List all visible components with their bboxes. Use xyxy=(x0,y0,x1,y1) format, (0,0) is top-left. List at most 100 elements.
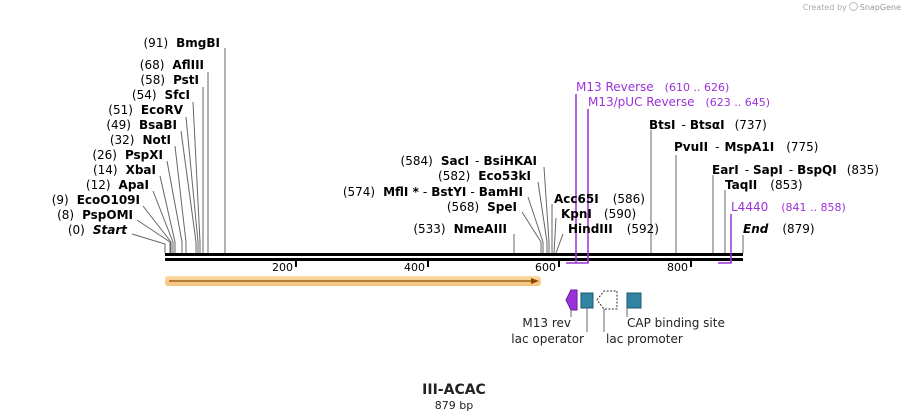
site-name: Acc65I xyxy=(554,192,599,206)
sequence-backbone xyxy=(165,253,743,261)
site-label-apai: (12)ApaI xyxy=(86,178,149,192)
site-name: HindIII xyxy=(568,222,613,236)
site-label-ecoo109i: (9)EcoO109I xyxy=(52,193,140,207)
primer-range: (610 .. 626) xyxy=(665,81,730,94)
connector-pspomi xyxy=(136,219,171,243)
site-pos: (9) xyxy=(52,193,69,207)
site-pos: (835) xyxy=(847,163,879,177)
site-name: SacI xyxy=(441,154,469,168)
site-pos: (12) xyxy=(86,178,111,192)
feature-glyphs xyxy=(565,289,642,332)
site-label-end: End(879) xyxy=(743,222,815,236)
snapgene-logo-icon xyxy=(848,2,858,11)
feature-arrow-orange xyxy=(165,276,541,286)
site-label-saci: (584)SacI-BsiHKAI xyxy=(401,154,537,168)
site-pos: (584) xyxy=(401,154,433,168)
site-label-pspxi: (26)PspXI xyxy=(92,148,163,162)
connector-noti xyxy=(174,145,187,243)
credit-brand: SnapGene xyxy=(859,3,901,12)
site-name: EarI xyxy=(712,163,739,177)
site-name3: BamHI xyxy=(479,185,523,199)
site-name: SpeI xyxy=(487,200,517,214)
connector-start xyxy=(131,233,166,245)
tick-label: 800 xyxy=(667,261,688,274)
site-name: PvuII xyxy=(674,140,708,154)
site-pos: (775) xyxy=(786,140,818,154)
connector-ecoo109i xyxy=(142,205,172,243)
connector-bsabi xyxy=(180,130,197,243)
site-pos: (91) xyxy=(144,36,169,50)
site-separator: - xyxy=(682,118,686,132)
site-name: MflI * xyxy=(383,185,419,199)
site-name2: MspA1I xyxy=(724,140,774,154)
site-connectors-right xyxy=(513,130,744,254)
site-separator: - xyxy=(789,163,793,177)
connector-saci xyxy=(543,166,550,243)
feature-label-cap-binding-site: CAP binding site xyxy=(627,316,725,330)
site-name2: SapI xyxy=(753,163,783,177)
site-label-nmeaiii: (533) NmeAIII xyxy=(413,222,507,236)
map-length: 879 bp xyxy=(435,399,473,412)
site-label-taqii: TaqII (853) xyxy=(725,178,803,192)
scale-ticks: 200 400 600 800 xyxy=(272,261,692,274)
site-name: BmgBI xyxy=(176,36,220,50)
site-pos: (533) xyxy=(413,222,445,236)
site-label-hindiii: HindIII (592) xyxy=(568,222,659,236)
site-pos: (68) xyxy=(140,58,165,72)
site-name: NmeAIII xyxy=(454,222,507,236)
connector-spei xyxy=(521,211,542,243)
site-label-eari: EarI-SapI-BspQI(835) xyxy=(712,163,879,177)
site-pos: (853) xyxy=(770,178,802,192)
site-pos: (592) xyxy=(627,222,659,236)
site-pos: (8) xyxy=(57,208,74,222)
primer-m13-bracket xyxy=(566,256,589,264)
site-name: Eco53kI xyxy=(478,169,531,183)
site-separator: - xyxy=(423,185,427,199)
site-name: AflIII xyxy=(172,58,204,72)
site-name: NotI xyxy=(143,133,172,147)
site-name: PspXI xyxy=(125,148,163,162)
tick-label: 600 xyxy=(535,261,556,274)
connector-xbai xyxy=(159,175,176,243)
site-label-mfli: (574)MflI *-BstYI-BamHI xyxy=(343,185,523,199)
site-label-kpni: KpnI(590) xyxy=(561,207,636,221)
primer-labels: M13 Reverse(610 .. 626) M13/pUC Reverse(… xyxy=(576,80,846,214)
site-labels-right: Acc65I(586) KpnI(590) HindIII(592) BtsI-… xyxy=(554,118,879,236)
site-separator: - xyxy=(715,140,719,154)
site-name: TaqII xyxy=(725,178,757,192)
primer-marks xyxy=(566,94,732,264)
site-pos: (49) xyxy=(106,118,131,132)
lac-promoter-arrow-icon xyxy=(596,290,618,310)
primer-name: M13/pUC Reverse xyxy=(588,95,695,109)
site-label-bsabi: (49)BsaBI xyxy=(106,118,177,132)
cap-binding-site-box-icon xyxy=(626,292,642,309)
connector-bamhi xyxy=(527,196,544,243)
feature-label-lac-operator: lac operator xyxy=(511,332,584,346)
site-name: BtsI xyxy=(649,118,676,132)
site-label-acc65i: Acc65I(586) xyxy=(554,192,645,206)
site-name: PspOMI xyxy=(82,208,133,222)
connector-sfci xyxy=(192,101,201,243)
site-name: KpnI xyxy=(561,207,592,221)
primer-range: (841 .. 858) xyxy=(781,201,846,214)
site-pos: (574) xyxy=(343,185,375,199)
primer-label-m13puc-reverse: M13/pUC Reverse(623 .. 645) xyxy=(588,95,770,109)
site-labels-middle: (584)SacI-BsiHKAI (582)Eco53kI (574)MflI… xyxy=(343,154,537,236)
connector-hindiii xyxy=(555,233,564,254)
site-connectors-left xyxy=(131,48,226,253)
connector-pspxi xyxy=(166,160,183,243)
site-label-xbai: (14)XbaI xyxy=(93,163,156,177)
site-label-sfci: (54)SfcI xyxy=(132,88,190,102)
site-label-btsi: BtsI-BtsαI(737) xyxy=(649,118,767,132)
primer-l4440-bracket xyxy=(718,256,732,264)
site-separator: - xyxy=(470,185,474,199)
site-label-afliii: (68) AflIII xyxy=(140,58,204,72)
site-name2: BstYI xyxy=(431,185,466,199)
site-label-noti: (32)NotI xyxy=(110,133,171,147)
site-pos: (14) xyxy=(93,163,118,177)
feature-label-m13-rev: M13 rev xyxy=(522,316,571,330)
primer-label-l4440: L4440(841 .. 858) xyxy=(731,200,846,214)
site-label-eco53ki: (582)Eco53kI xyxy=(438,169,531,183)
